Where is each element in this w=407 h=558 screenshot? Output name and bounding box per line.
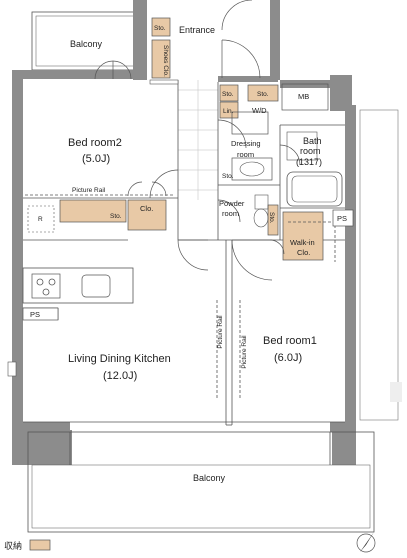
door-bed1 (231, 239, 273, 281)
entrance-step (149, 79, 179, 85)
label-dressing-1: Dressing (231, 139, 261, 148)
label-ldk-size: (12.0J) (103, 370, 137, 382)
left-wall-marker (7, 361, 17, 377)
label-ps-right: PS (337, 214, 347, 223)
wall-entrance-left (133, 0, 147, 80)
label-clo: Clo. (140, 204, 153, 213)
wall-top-right (330, 75, 352, 111)
wall-entrance-right (270, 0, 280, 80)
label-picture-rail-v2: Picture Rail (241, 335, 248, 369)
label-entrance: Entrance (179, 25, 215, 35)
storage-lin (219, 101, 239, 119)
washer (231, 111, 269, 135)
balcony-bottom-area (27, 431, 375, 533)
wall-bottom-right (330, 422, 356, 432)
door-walkin (269, 239, 285, 255)
bathtub (286, 171, 343, 207)
label-bed1-name: Bed room1 (263, 335, 317, 347)
corridor-tiles (178, 80, 218, 200)
label-balcony-bottom: Balcony (193, 473, 226, 483)
label-powder-1: Powder (219, 199, 245, 208)
label-shoes-clo: Shoes Clo. (162, 45, 169, 77)
door-clo-right (151, 181, 167, 197)
neighbour-shade (390, 382, 402, 402)
door-balcony-right (112, 60, 132, 80)
basin (231, 157, 273, 181)
label-bath-3: (1317) (296, 157, 322, 167)
burner-1 (36, 278, 44, 286)
storage-walkin-clo (282, 211, 324, 261)
label-walkin-1: Walk-in (290, 238, 315, 247)
storage-sto-wd-1 (219, 84, 239, 102)
kitchen-sink (81, 274, 111, 298)
label-sto-entrance: Sto. (154, 25, 166, 32)
door-entrance-outer (221, 0, 253, 31)
label-sto-vertical: Sto. (268, 212, 275, 224)
label-dressing-2: room (237, 150, 254, 159)
toilet-tank (254, 194, 269, 210)
label-legend: 収納 (4, 540, 22, 551)
label-balcony-top: Balcony (70, 39, 103, 49)
door-bed2 (149, 169, 179, 199)
wall-bottom-left (12, 422, 70, 432)
label-bed2-size: (5.0J) (82, 153, 110, 165)
ps-left-box (22, 307, 59, 321)
label-sto-bed2: Sto. (110, 213, 122, 220)
burner-3 (42, 288, 50, 296)
label-bath-2: room (300, 146, 321, 156)
label-r: R (38, 216, 43, 223)
label-sto-dressing: Sto. (222, 173, 234, 180)
wall-wd-top (218, 76, 278, 82)
column-bottom-left (12, 430, 72, 465)
label-walkin-2: Clo. (297, 248, 310, 257)
cooktop (31, 273, 61, 299)
label-picture-rail-h: Picture Rail (72, 187, 106, 194)
door-balcony-left (94, 60, 114, 80)
storage-clo-bed2 (127, 199, 167, 231)
basin-bowl (239, 161, 265, 177)
label-bed1-size: (6.0J) (274, 352, 302, 364)
label-ldk-name: Living Dining Kitchen (68, 353, 171, 365)
ps-right-box (332, 209, 354, 227)
label-sto-wd-2: Sto. (257, 91, 269, 98)
bathtub-inner (291, 175, 338, 203)
column-bottom-right (332, 430, 356, 465)
neighbour-panel (359, 109, 399, 421)
label-bed2-name: Bed room2 (68, 137, 122, 149)
wall-top-bed2 (12, 70, 140, 79)
label-ps-left: PS (30, 310, 40, 319)
legend-storage-swatch (29, 539, 51, 551)
storage-shoes-clo (151, 39, 171, 79)
door-dressing (217, 119, 247, 149)
wall-right (345, 105, 356, 430)
door-entrance (221, 39, 261, 79)
storage-sto-entrance (151, 17, 171, 37)
burner-2 (48, 278, 56, 286)
balcony-bottom-railing (31, 464, 371, 529)
door-powder (217, 199, 241, 223)
toilet-bowl (253, 208, 269, 228)
door-clo-left (127, 181, 143, 197)
door-ldk (177, 239, 209, 271)
label-bath-1: Bath (303, 136, 322, 146)
label-sto-wd-1: Sto. (222, 91, 234, 98)
compass-icon (356, 532, 376, 553)
storage-sto-bed2 (59, 199, 127, 223)
mb-box (281, 83, 329, 111)
door-bath (279, 144, 301, 166)
label-powder-2: room (222, 209, 239, 218)
wall-left (12, 70, 23, 430)
vent-r-box (27, 205, 55, 233)
storage-sto-wd-2 (247, 84, 279, 102)
label-mb: MB (298, 92, 309, 101)
label-picture-rail-v1: Picture Rail (217, 315, 224, 349)
label-lin: Lin. (223, 108, 234, 115)
label-wd: W/D (252, 106, 267, 115)
